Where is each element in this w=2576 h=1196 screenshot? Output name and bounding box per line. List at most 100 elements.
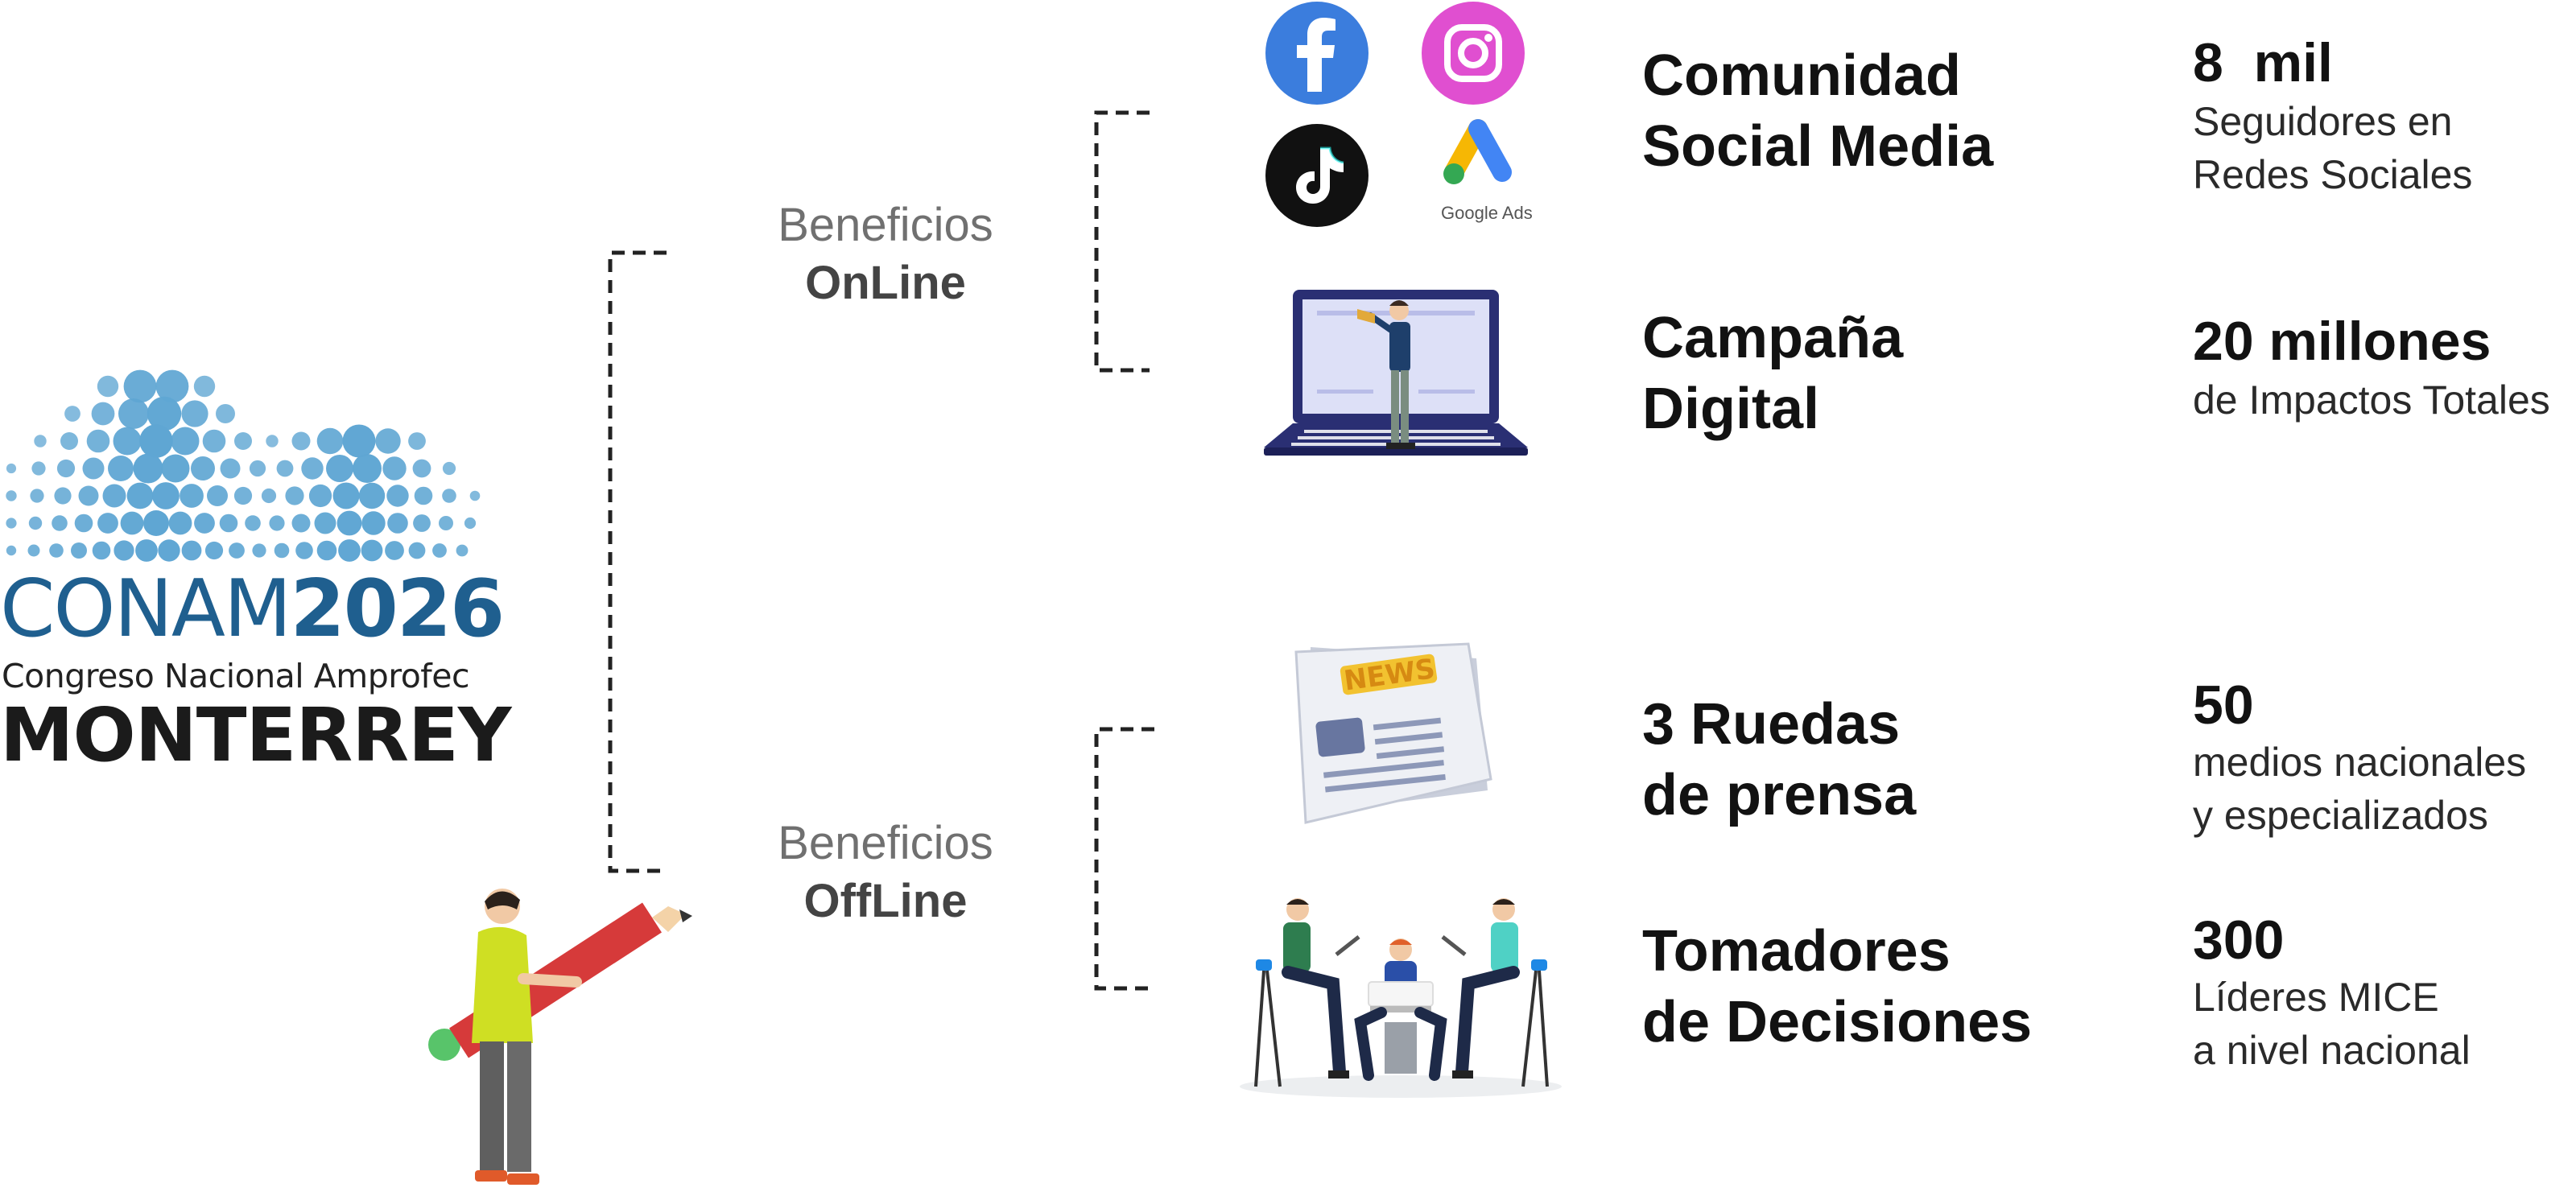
- logo-dot: [314, 512, 336, 534]
- logo-dot: [358, 482, 386, 509]
- logo-dot: [285, 486, 304, 505]
- benefit-3-value: 50: [2193, 674, 2254, 736]
- logo-brand: CONAM: [0, 563, 291, 655]
- group-offline-label: Beneficios OffLine: [757, 815, 1014, 930]
- logo-dot: [216, 404, 235, 423]
- logo-dot: [261, 488, 277, 504]
- tiktok-icon: [1265, 124, 1368, 227]
- facebook-icon: [1265, 2, 1368, 105]
- logo-dot: [120, 511, 144, 535]
- offline-bracket: [1094, 727, 1154, 991]
- logo-dot: [6, 545, 17, 556]
- logo-dot: [207, 485, 228, 506]
- logo-dot: [193, 375, 216, 398]
- logo-dot: [220, 458, 241, 479]
- logo-dot: [6, 490, 17, 501]
- logo-dot: [408, 542, 426, 559]
- group-online-label: Beneficios OnLine: [757, 196, 1014, 312]
- logo-dot: [249, 460, 266, 477]
- newspaper-icon: NEWS: [1294, 642, 1492, 824]
- logo-dot: [52, 515, 68, 531]
- logo-dot: [219, 513, 238, 533]
- logo-dot: [30, 489, 44, 503]
- logo-dot: [274, 542, 290, 559]
- logo-dot: [118, 398, 149, 429]
- logo-dot: [229, 542, 245, 559]
- main-bracket: [608, 250, 667, 873]
- logo-dot: [361, 539, 383, 562]
- logo-year: 2026: [290, 563, 505, 655]
- logo-dot: [266, 435, 279, 447]
- benefit-3-desc-line2: y especializados: [2193, 793, 2488, 838]
- logo-dot: [191, 456, 215, 480]
- logo-dot: [64, 406, 80, 422]
- logo-dot: [332, 482, 360, 509]
- logo-dot: [123, 369, 157, 403]
- logo-dot: [194, 513, 215, 534]
- logo-dot: [102, 484, 126, 508]
- group-online-line1: Beneficios: [778, 199, 993, 251]
- logo-dot: [387, 513, 408, 534]
- logo-dot: [412, 459, 431, 478]
- logo-dot: [326, 455, 353, 482]
- benefit-4-title-line2: de Decisiones: [1642, 990, 2033, 1054]
- meeting-people-icon: [1240, 898, 1562, 1098]
- logo-dot: [139, 424, 173, 458]
- laptop-campaign-icon: [1264, 290, 1528, 456]
- logo-dot: [202, 429, 226, 453]
- benefit-1-title-line2: Social Media: [1642, 114, 1994, 179]
- logo-dot: [114, 540, 134, 561]
- logo-dot: [408, 432, 426, 450]
- logo-dot: [432, 543, 447, 558]
- logo-dot: [181, 400, 208, 427]
- logo-dot: [353, 454, 382, 483]
- logo-dot: [276, 460, 294, 477]
- logo-dot: [158, 539, 180, 562]
- logo-dot: [71, 542, 87, 559]
- person-pencil-illustration: [428, 889, 692, 1185]
- benefit-1-desc-line1: Seguidores en: [2193, 99, 2453, 144]
- logo-dot: [171, 427, 200, 456]
- logo-dot: [413, 514, 431, 532]
- logo-dot: [308, 484, 332, 508]
- logo-dot: [204, 541, 224, 560]
- logo-dot: [27, 544, 40, 557]
- logo-dot: [301, 457, 324, 480]
- logo-dot: [291, 431, 311, 451]
- logo-dot: [439, 516, 453, 530]
- benefit-1-title-line1: Comunidad: [1642, 43, 1961, 108]
- benefit-4-desc-line1: Líderes MICE: [2193, 975, 2439, 1020]
- logo-dot: [34, 435, 47, 447]
- benefit-3-title-line1: 3 Ruedas: [1642, 692, 1901, 757]
- logo-dot: [28, 516, 43, 530]
- logo-dot: [97, 513, 118, 534]
- logo-dot: [60, 432, 78, 450]
- logo-dot: [382, 456, 407, 480]
- logo-dot: [152, 482, 180, 509]
- benefit-2-desc-line1: de Impactos Totales: [2193, 377, 2550, 423]
- benefit-3-desc-line1: medios nacionales: [2193, 740, 2527, 785]
- logo-dot: [143, 510, 169, 536]
- benefit-1-desc-line2: Redes Sociales: [2193, 152, 2473, 197]
- logo-dot: [342, 424, 376, 458]
- logo-dot: [361, 511, 386, 535]
- logo-dot: [316, 540, 337, 561]
- logo-dot: [442, 489, 456, 503]
- instagram-icon: [1422, 2, 1525, 105]
- benefit-1-value: 8 mil: [2193, 32, 2333, 93]
- logo-dot: [181, 540, 202, 561]
- logo-dot: [97, 375, 119, 398]
- logo-dot: [78, 485, 99, 506]
- logo-dot: [464, 517, 477, 530]
- logo-dot: [234, 432, 252, 450]
- logo-dot: [386, 485, 409, 507]
- logo-dot: [49, 543, 64, 558]
- logo-dot: [245, 515, 261, 531]
- logo-dot: [54, 487, 72, 505]
- logo-dot: [180, 484, 204, 508]
- logo-dots-mountains: [6, 369, 481, 562]
- online-bracket: [1094, 110, 1150, 373]
- logo-dot: [269, 515, 285, 531]
- logo-dot: [126, 482, 154, 509]
